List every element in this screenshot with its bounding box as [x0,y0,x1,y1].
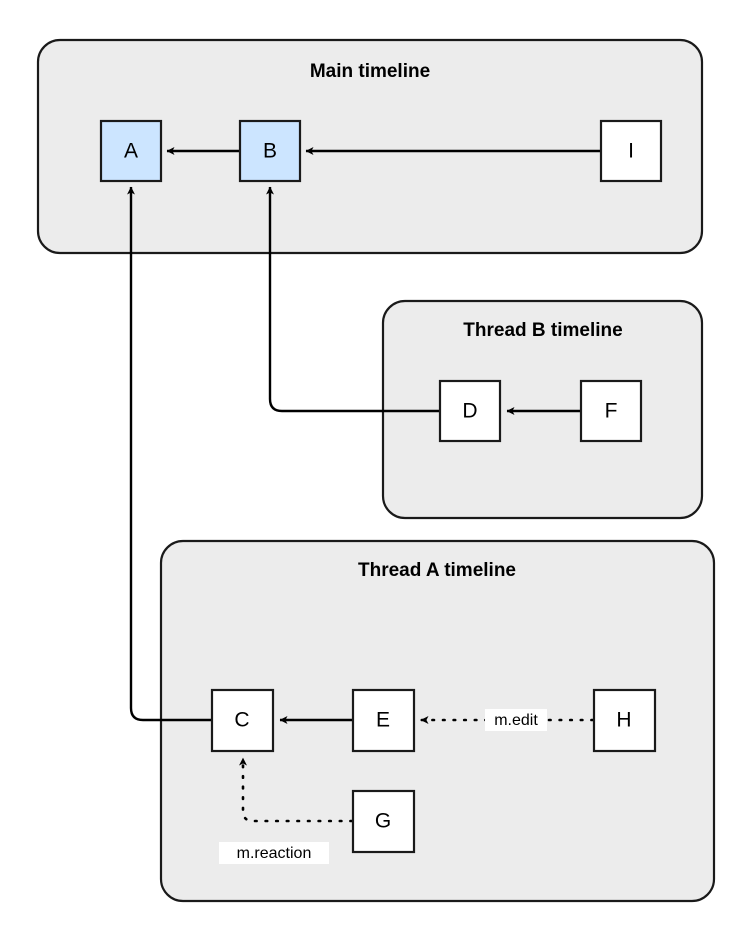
node-F-box[interactable] [579,379,643,443]
node-C-label: C [234,709,249,732]
panel-thread-a-timeline: Thread A timeline [159,539,716,903]
node-C[interactable]: C [210,688,275,753]
node-E[interactable]: E [351,688,416,753]
panel-main-timeline: Main timeline [36,38,704,255]
node-A-box[interactable] [99,119,163,183]
panel-main-timeline-title: Main timeline [310,61,430,82]
edge-d-to-b [266,186,440,413]
node-G-label: G [375,810,391,833]
panel-thread-b-timeline: Thread B timeline [381,299,704,520]
node-I[interactable]: I [599,119,663,183]
panel-main-timeline-body [36,38,704,255]
edge-label-m-reaction: m.reaction [219,842,329,864]
node-C-box[interactable] [210,688,275,753]
node-B[interactable]: B [238,119,302,183]
node-F-label: F [605,400,618,423]
node-H-box[interactable] [592,688,657,753]
node-D-box[interactable] [438,379,502,443]
node-D-label: D [462,400,477,423]
edge-label-m-edit-text: m.edit [494,712,538,729]
node-B-box[interactable] [238,119,302,183]
node-A[interactable]: A [99,119,163,183]
panel-thread-b-timeline-body [381,299,704,520]
edge-c-to-a [127,186,212,722]
node-H-label: H [616,709,631,732]
edge-label-m-reaction-bg [219,842,329,864]
edge-g-to-c [239,756,354,823]
node-E-label: E [376,709,390,732]
node-G[interactable]: G [351,789,416,854]
panel-thread-b-timeline-title: Thread B timeline [463,320,622,341]
node-F[interactable]: F [579,379,643,443]
node-I-box[interactable] [599,119,663,183]
node-A-label: A [124,140,138,163]
node-E-box[interactable] [351,688,416,753]
node-D[interactable]: D [438,379,502,443]
edge-label-m-edit: m.edit [485,709,547,731]
node-G-box[interactable] [351,789,416,854]
node-B-label: B [263,140,277,163]
panel-thread-a-timeline-title: Thread A timeline [358,560,516,581]
edge-label-m-edit-bg [485,709,547,731]
node-I-label: I [628,140,634,163]
node-H[interactable]: H [592,688,657,753]
edge-label-m-reaction-text: m.reaction [237,845,312,862]
